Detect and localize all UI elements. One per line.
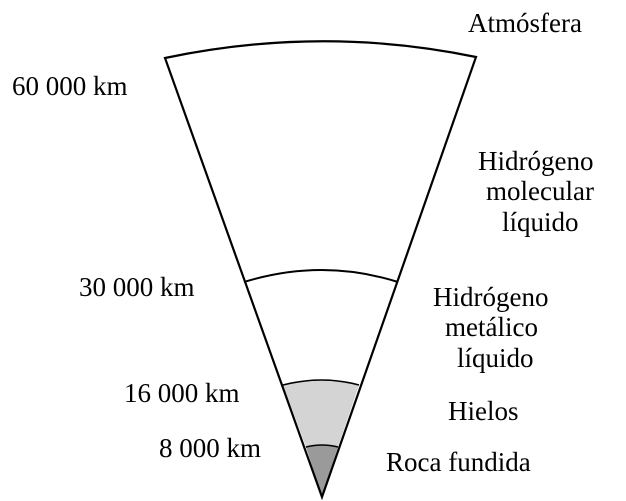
layer-label-atmosfera: Atmósfera [468,8,582,38]
radius-label-8000: 8 000 km [159,433,261,463]
layer-label-molecular-line2: molecular [486,176,594,206]
layer-label-molecular-line3: líquido [502,207,579,237]
radius-label-30000: 30 000 km [79,272,195,302]
boundary-30000-km [243,269,399,283]
layer-label-metallic-line3: líquido [457,343,534,373]
wedge-outline [163,40,478,501]
boundary-8000-km [305,444,339,448]
hielos-region [283,380,359,447]
layer-label-hielos: Hielos [448,396,519,426]
boundary-16000-km [282,379,360,386]
layer-label-roca-fundida: Roca fundida [386,447,531,477]
layer-label-metallic-line1: Hidrógeno [433,282,548,312]
radius-label-16000: 16 000 km [124,378,240,408]
roca-fundida-region [306,445,338,497]
radius-label-60000: 60 000 km [12,71,128,101]
layer-label-metallic-line2: metálico [445,312,538,342]
layer-label-molecular-line1: Hidrógeno [478,146,593,176]
